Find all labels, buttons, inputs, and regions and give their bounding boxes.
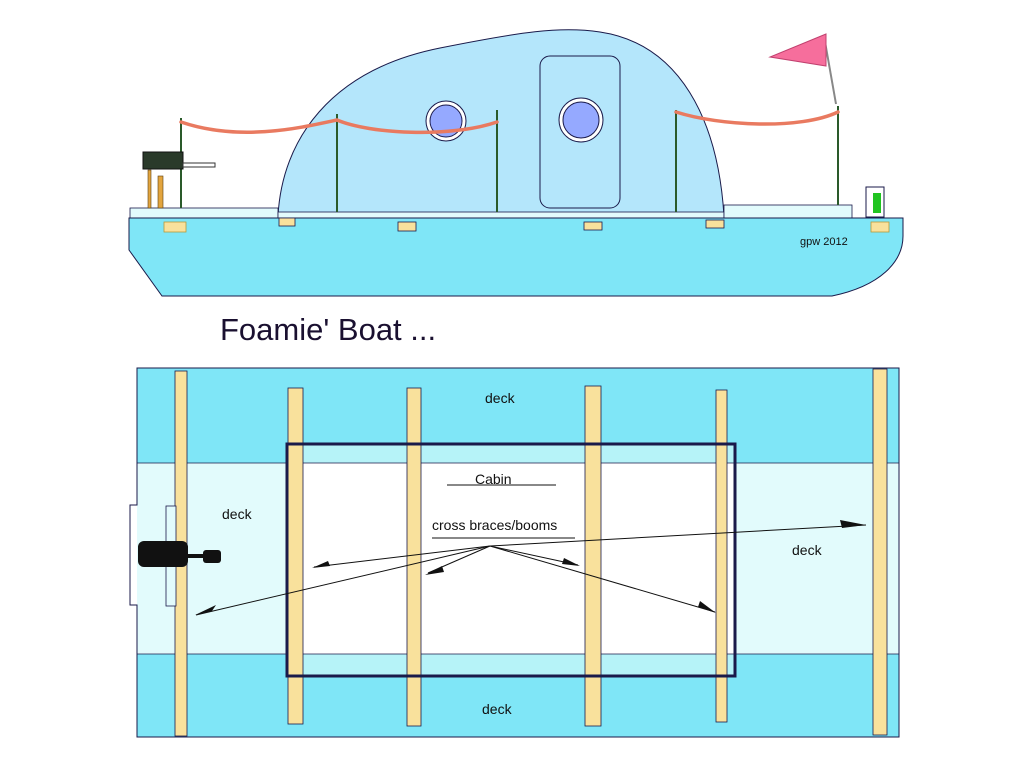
beam-end-1 bbox=[163, 221, 187, 233]
pointer-line-right-mid bbox=[489, 545, 716, 613]
stern-light bbox=[873, 193, 881, 213]
cross-beam-3 bbox=[406, 387, 422, 727]
cabin-floor bbox=[287, 463, 735, 654]
side-view: gpw 2012 bbox=[128, 29, 904, 297]
signature-text: gpw 2012 bbox=[800, 236, 848, 248]
deck-label-right: deck bbox=[792, 542, 823, 558]
pointer-line-left-near bbox=[313, 545, 491, 568]
arrow-head-center bbox=[425, 566, 444, 575]
pointer-line-left-far bbox=[195, 545, 491, 616]
cabin-floor-top bbox=[287, 444, 735, 463]
deck-slab-cabin bbox=[277, 211, 725, 219]
arrow-heads bbox=[195, 520, 866, 615]
porthole-left-glass bbox=[429, 104, 463, 138]
arrow-head-right-near bbox=[562, 558, 580, 566]
arrow-head-left-far bbox=[195, 605, 216, 615]
beam-end-2 bbox=[278, 217, 296, 227]
arrow-head-left-near bbox=[312, 561, 330, 568]
motor-shaft-1 bbox=[147, 169, 152, 209]
cross-beam-4 bbox=[584, 385, 602, 727]
rope-railing-left bbox=[179, 118, 499, 135]
deck-label-left: deck bbox=[222, 506, 253, 522]
motor-tiller-top bbox=[188, 554, 203, 558]
beam-end-3 bbox=[397, 221, 417, 232]
pointer-line-right-far bbox=[489, 524, 867, 547]
motor-shaft-2 bbox=[157, 175, 164, 209]
cross-beam-2 bbox=[287, 387, 304, 725]
hull-outline-top-view bbox=[129, 367, 900, 738]
beam-end-5 bbox=[705, 219, 725, 229]
flag bbox=[768, 33, 827, 67]
cabin-label: Cabin bbox=[475, 471, 512, 487]
motor-head bbox=[142, 151, 184, 170]
cross-beam-5 bbox=[715, 389, 728, 723]
rope-railing-right bbox=[674, 110, 840, 126]
motor-tiller bbox=[182, 162, 216, 168]
motor-grip-top bbox=[203, 550, 221, 563]
cabin-floor-bottom bbox=[287, 654, 735, 676]
beam-end-4 bbox=[583, 221, 603, 231]
top-view: Cabin cross braces/booms deck deck deck … bbox=[129, 367, 900, 738]
deck-label-bottom: deck bbox=[482, 701, 513, 717]
deck-slab-front bbox=[129, 207, 279, 219]
arrow-head-right-mid bbox=[698, 601, 716, 613]
braces-label: cross braces/booms bbox=[432, 517, 557, 533]
motor-body-top bbox=[138, 541, 188, 567]
beam-end-6 bbox=[870, 221, 890, 233]
porthole-right-glass bbox=[562, 101, 600, 139]
arrow-head-right-far bbox=[840, 520, 866, 528]
cross-beam-6 bbox=[872, 368, 888, 736]
diagram-title: Foamie' Boat ... bbox=[220, 312, 436, 347]
deck-slab-rear bbox=[723, 204, 853, 219]
cabin-outline bbox=[285, 442, 737, 678]
hull bbox=[128, 217, 904, 297]
deck-label-top: deck bbox=[485, 390, 516, 406]
